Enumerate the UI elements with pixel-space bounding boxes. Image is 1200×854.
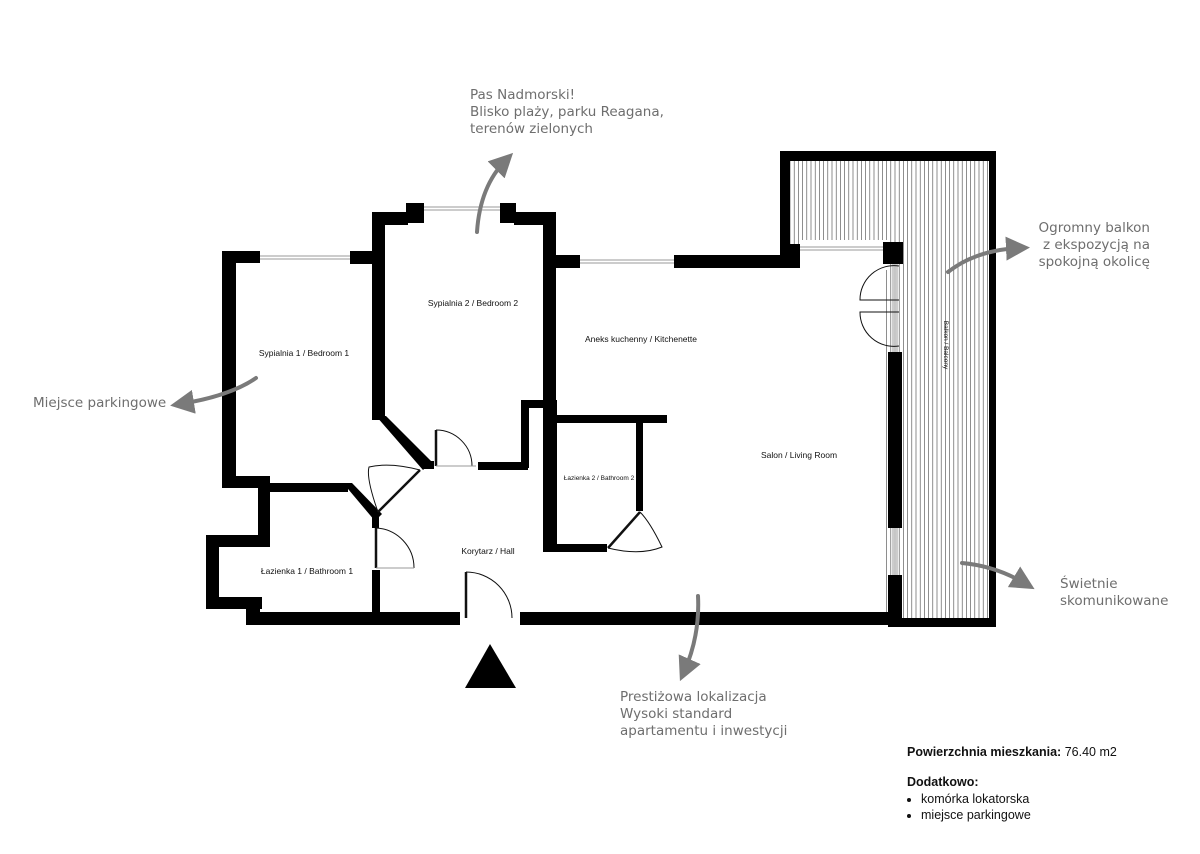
wall (888, 352, 902, 528)
room-label-bedroom2: Sypialnia 2 / Bedroom 2 (428, 298, 519, 308)
wall (222, 251, 236, 487)
note-line: z ekspozycją na (1042, 237, 1150, 253)
extras-item: komórka lokatorska (921, 791, 1117, 807)
doors (367, 265, 900, 619)
arrow-location (678, 594, 701, 682)
note-connected: Świetnie skomunikowane (1060, 576, 1168, 610)
note-balcony: Ogromny balkon z ekspozycją na spokojną … (1034, 220, 1150, 271)
area-label: Powierzchnia mieszkania: (907, 745, 1062, 759)
room-label-bathroom2: Łazienka 2 / Bathroom 2 (564, 475, 635, 482)
room-label-living-room: Salon / Living Room (761, 450, 837, 460)
note-line: spokojną okolicę (1038, 254, 1150, 270)
balcony-inner-mask (786, 268, 886, 622)
wall (883, 242, 903, 264)
extras-item: miejsce parkingowe (921, 807, 1117, 823)
wall (376, 416, 432, 470)
wall (780, 151, 996, 161)
windows (260, 206, 898, 575)
wall (478, 462, 528, 470)
note-top: Pas Nadmorski! Blisko plaży, parku Reaga… (470, 87, 664, 138)
wall (989, 151, 996, 627)
room-label-kitchenette: Aneks kuchenny / Kitchenette (585, 334, 697, 344)
room-label-balcony: Balkon / Balcony (942, 321, 949, 370)
note-line: apartamentu i inwestycji (620, 723, 788, 739)
room-label-bathroom1: Łazienka 1 / Bathroom 1 (261, 566, 353, 576)
wall (543, 544, 607, 552)
note-line: Ogromny balkon (1038, 220, 1150, 236)
wall (372, 212, 385, 420)
wall (895, 618, 996, 627)
wall (786, 244, 800, 266)
entrance-marker (465, 644, 516, 688)
note-line: Świetnie (1060, 576, 1118, 592)
wall (520, 612, 902, 625)
wall (372, 570, 380, 614)
wall (206, 535, 266, 547)
wall (222, 251, 260, 263)
note-line: Blisko plaży, parku Reagana, (470, 104, 664, 120)
wall (556, 255, 580, 268)
arrow-balcony (946, 236, 1030, 274)
wall (422, 461, 434, 469)
note-parking: Miejsce parkingowe (33, 395, 166, 412)
wall (543, 400, 557, 552)
wall (521, 400, 543, 408)
extras-label: Dodatkowo: (907, 775, 979, 789)
note-line: Wysoki standard (620, 706, 733, 722)
note-line: Pas Nadmorski! (470, 87, 576, 103)
wall (521, 400, 529, 468)
wall (206, 535, 219, 609)
wall (674, 255, 800, 268)
room-label-bedroom1: Sypialnia 1 / Bedroom 1 (259, 348, 350, 358)
wall (343, 483, 382, 521)
area-row: Powierzchnia mieszkania: 76.40 m2 (907, 745, 1117, 759)
note-location: Prestiżowa lokalizacja Wysoki standard a… (620, 689, 787, 740)
wall (246, 612, 460, 625)
room-label-hall: Korytarz / Hall (461, 546, 514, 556)
area-value: 76.40 m2 (1064, 745, 1117, 759)
annotation-arrows (170, 152, 1035, 682)
note-line: Miejsce parkingowe (33, 395, 167, 411)
room-labels: Sypialnia 1 / Bedroom 1 Sypialnia 2 / Be… (259, 298, 949, 576)
note-line: skomunikowane (1060, 593, 1169, 609)
extras-list: komórka lokatorska miejsce parkingowe (907, 791, 1117, 823)
wall (543, 415, 667, 423)
wall (406, 203, 424, 223)
arrow-top (475, 152, 514, 234)
apartment-summary: Powierzchnia mieszkania: 76.40 m2 Dodatk… (907, 745, 1117, 823)
walls (206, 151, 996, 627)
wall (500, 203, 516, 223)
arrow-parking (170, 376, 258, 414)
wall (780, 151, 790, 268)
note-line: Prestiżowa lokalizacja (620, 689, 767, 705)
wall (372, 212, 408, 225)
wall (258, 483, 348, 492)
arrow-connected (960, 561, 1035, 590)
wall (258, 483, 270, 547)
wall (636, 415, 643, 511)
balcony (786, 155, 990, 622)
balcony-inner-mask-2 (799, 240, 889, 270)
wall (372, 512, 379, 528)
note-line: terenów zielonych (470, 121, 593, 137)
wall (543, 212, 556, 402)
